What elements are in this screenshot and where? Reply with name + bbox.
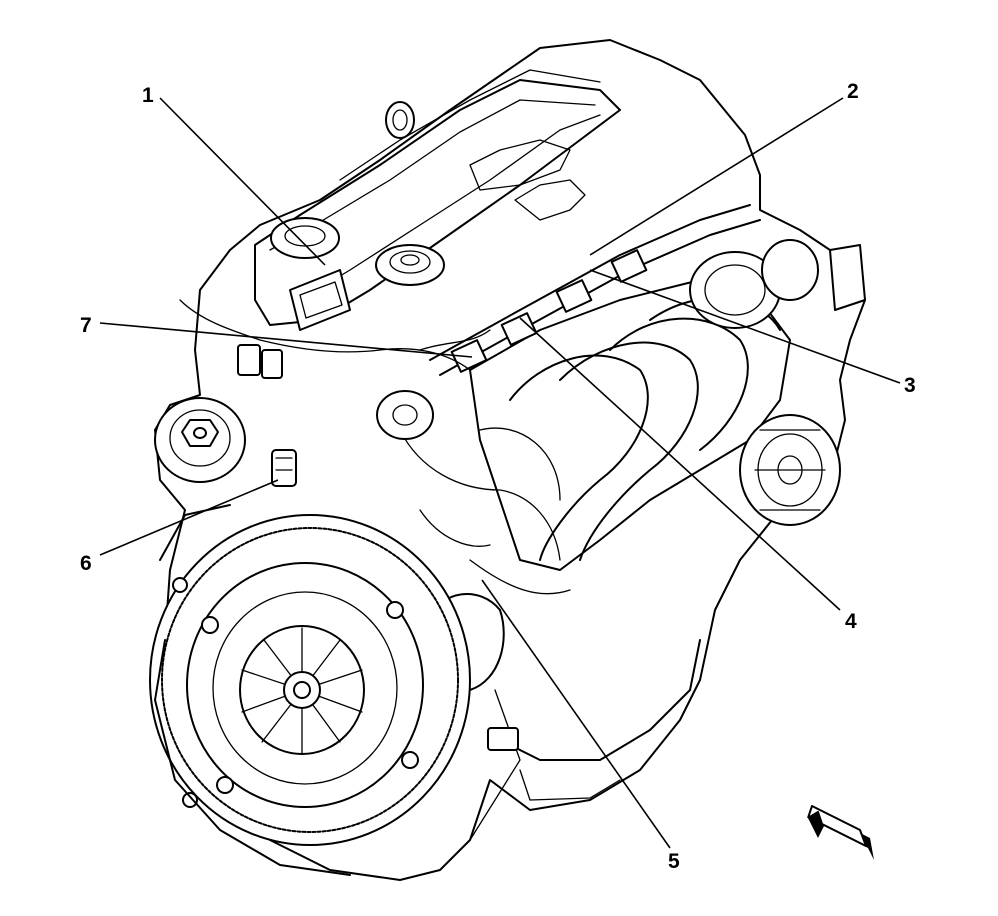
wiring-harness — [179, 299, 571, 595]
alternator — [739, 414, 841, 526]
callout-4: 4 — [845, 610, 857, 633]
callout-6: 6 — [80, 552, 92, 575]
thermostat-housing — [376, 390, 434, 440]
cam-position-sensor — [237, 344, 283, 379]
oil-filler-cap — [375, 244, 445, 286]
ignition-module — [289, 269, 351, 331]
camshaft-cap — [270, 217, 340, 259]
valve-cover — [254, 69, 621, 326]
bellhousing-flange — [154, 504, 521, 876]
view-direction-arrow-icon — [807, 805, 874, 860]
callout-7: 7 — [80, 314, 92, 337]
fuel-injector-connectors — [450, 249, 648, 373]
throttle-body — [689, 239, 866, 329]
knock-sensor — [271, 449, 297, 487]
lifting-eye — [385, 101, 415, 139]
flywheel-assembly — [149, 514, 471, 846]
callout-1: 1 — [142, 84, 154, 107]
leader-lines — [99, 97, 901, 849]
callout-3: 3 — [904, 374, 916, 397]
callout-labels: 1 2 3 4 5 6 7 — [80, 80, 916, 873]
oil-filter-housing — [154, 397, 246, 483]
callout-2: 2 — [847, 80, 859, 103]
callout-5: 5 — [668, 850, 680, 873]
